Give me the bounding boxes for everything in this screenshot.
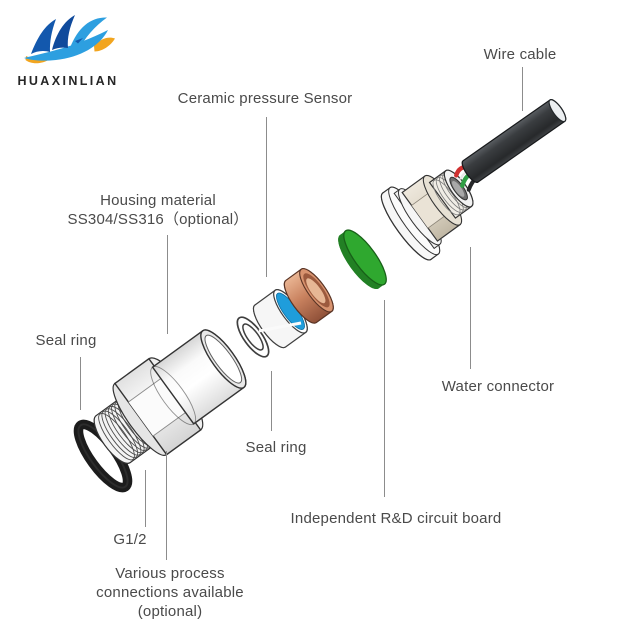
leader-line-housing — [166, 235, 168, 334]
label-housing-material-line2: SS304/SS316（optional） — [67, 211, 249, 228]
threaded-housing-graphic — [93, 329, 247, 464]
label-circuit-board: Independent R&D circuit board — [290, 510, 502, 527]
label-wire-cable: Wire cable — [483, 46, 557, 63]
label-seal-ring-middle: Seal ring — [245, 439, 307, 456]
label-seal-ring-left: Seal ring — [35, 332, 97, 349]
label-housing-material-line1: Housing material — [100, 192, 216, 209]
label-process-line3: (optional) — [137, 603, 203, 620]
sensor-highlight — [258, 321, 302, 333]
leader-line-circuit-board — [383, 300, 385, 497]
label-process-connections: Various process connections available (o… — [96, 564, 244, 621]
leader-line-seal-ring-left — [79, 357, 81, 410]
label-process-line1: Various process — [115, 565, 225, 582]
leader-line-thread-size — [144, 470, 146, 527]
label-housing-material: Housing material SS304/SS316（optional） — [68, 191, 249, 229]
brand-logo-icon — [24, 15, 115, 64]
leader-line-ceramic-sensor — [265, 117, 267, 277]
circuit-board-graphic — [338, 229, 387, 290]
label-process-line2: connections available — [96, 584, 244, 601]
leader-line-wire-cable — [521, 67, 523, 111]
copper-ring-graphic — [283, 268, 334, 324]
leader-line-process-connections — [165, 451, 167, 560]
leader-line-water-connector — [469, 247, 471, 369]
wire-cable-graphic — [454, 99, 567, 192]
leader-line-seal-ring-middle — [270, 371, 272, 431]
label-thread-size: G1/2 — [113, 531, 147, 548]
brand-logo: HUAXINLIAN — [16, 10, 120, 88]
label-water-connector: Water connector — [441, 378, 555, 395]
brand-name: HUAXINLIAN — [17, 74, 119, 88]
label-ceramic-sensor: Ceramic pressure Sensor — [177, 90, 353, 107]
